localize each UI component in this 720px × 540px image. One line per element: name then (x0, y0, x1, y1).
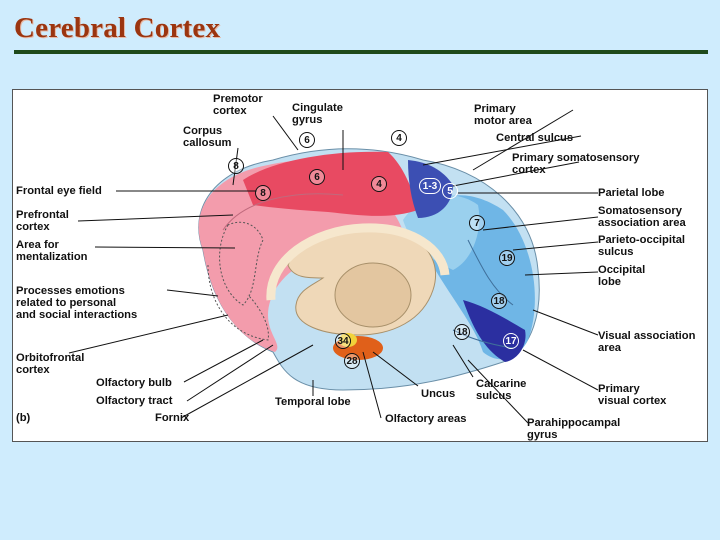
label-area-for-mentalization: Area for mentalization (16, 239, 88, 263)
label-olfactory-bulb: Olfactory bulb (96, 377, 172, 389)
area-number-4-mid: 4 (371, 176, 387, 192)
label-prefrontal-cortex: Prefrontal cortex (16, 209, 69, 233)
area-number-17: 17 (503, 333, 519, 349)
area-number-28: 28 (344, 353, 360, 369)
area-number-19: 19 (499, 250, 515, 266)
label-parietal-lobe: Parietal lobe (598, 187, 665, 199)
label-corpus-callosum: Corpus callosum (183, 125, 232, 149)
area-number-5: 5 (442, 183, 458, 199)
label-parieto-occipital-sulcus: Parieto-occipital sulcus (598, 234, 686, 258)
area-number-8-mid: 8 (255, 185, 271, 201)
label-processes-emotions: Processes emotions related to personal a… (16, 285, 138, 321)
thalamus (334, 262, 412, 328)
somatosensory-region (408, 160, 453, 218)
label-orbitofrontal-cortex: Orbitofrontal cortex (16, 352, 85, 376)
label-primary-motor-area: Primary motor area (474, 103, 532, 127)
label-calcarine-sulcus: Calcarine sulcus (476, 378, 527, 402)
area-number-34: 34 (335, 333, 351, 349)
label-premotor-cortex: Premotor cortex (213, 93, 263, 117)
brain-illustration (68, 109, 599, 424)
area-number-6-top: 6 (299, 132, 315, 148)
motor-region (243, 151, 418, 216)
label-occipital-lobe: Occipital lobe (598, 264, 646, 288)
label-parahippocampal-gyrus: Parahippocampal gyrus (527, 417, 621, 441)
label-primary-visual-cortex: Primary visual cortex (598, 383, 667, 407)
area-number-8-top: 8 (228, 158, 244, 174)
label-cingulate-gyrus: Cingulate gyrus (292, 102, 343, 126)
area-number-18-lower: 18 (454, 324, 470, 340)
corpus-callosum (266, 223, 450, 301)
slide-title: Cerebral Cortex (14, 12, 221, 44)
brain-figure-panel: 8 6 4 6 4 8 1-3 5 7 19 18 18 17 34 28 Pr… (12, 89, 708, 442)
leader-lines (68, 109, 599, 424)
label-primary-somatosensory-cortex: Primary somatosensory cortex (512, 152, 640, 176)
area-number-6-mid: 6 (309, 169, 325, 185)
label-somatosensory-association-area: Somatosensory association area (598, 205, 686, 229)
label-central-sulcus: Central sulcus (496, 132, 574, 144)
area-number-4-top: 4 (391, 130, 407, 146)
title-rule (14, 50, 708, 54)
label-frontal-eye-field: Frontal eye field (16, 185, 102, 197)
gyri-line-1 (222, 193, 344, 231)
emotion-dotted-outline (207, 264, 269, 341)
panel-letter: (b) (16, 412, 31, 424)
gyri-line-2 (467, 239, 514, 306)
label-temporal-lobe: Temporal lobe (275, 396, 351, 408)
label-visual-association-area: Visual association area (598, 330, 696, 354)
mentalization-dotted-outline (219, 221, 264, 306)
label-olfactory-areas: Olfactory areas (385, 413, 467, 425)
label-olfactory-tract: Olfactory tract (96, 395, 173, 407)
area-number-18-upper: 18 (491, 293, 507, 309)
label-fornix: Fornix (155, 412, 190, 424)
label-uncus: Uncus (421, 388, 456, 400)
area-number-7: 7 (469, 215, 485, 231)
area-number-1-3: 1-3 (419, 178, 441, 194)
